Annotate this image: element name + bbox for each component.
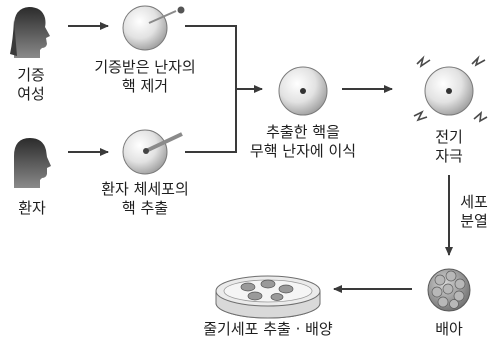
nucleus-step-label: 환자 체세포의 핵 추출 — [85, 180, 205, 218]
embryo-label-line: 배아 — [435, 320, 463, 338]
division-step-label-line: 분열 — [460, 212, 488, 230]
patient-label-line: 환자 — [18, 199, 46, 217]
culture-label-line: 줄기세포 추출 · 배양 — [203, 320, 333, 338]
electric-shock-egg-icon — [413, 55, 488, 123]
petri-dish-icon — [215, 275, 321, 319]
shock-step-label: 전기 자극 — [424, 128, 474, 166]
arrow-merge-connector — [185, 25, 262, 153]
transfer-step-label-line: 추출한 핵을 — [266, 123, 340, 141]
patient-man-icon — [14, 138, 51, 188]
donor-label: 기증 여성 — [14, 66, 48, 104]
culture-label: 줄기세포 추출 · 배양 — [178, 320, 358, 339]
nucleus-step-label-line: 핵 추출 — [121, 199, 169, 217]
nucleus-step-label-line: 환자 체세포의 — [101, 180, 189, 198]
donor-label-line: 기증 — [17, 66, 45, 84]
transfer-step-label: 추출한 핵을 무핵 난자에 이식 — [238, 123, 368, 161]
donor-woman-icon — [10, 7, 50, 58]
shock-step-label-line: 전기 — [435, 128, 463, 146]
reconstructed-egg-icon — [278, 66, 328, 116]
shock-step-label-line: 자극 — [435, 147, 463, 165]
division-step-label: 세포 분열 — [455, 193, 493, 231]
egg-step-label-line: 핵 제거 — [121, 77, 169, 95]
donor-label-line: 여성 — [17, 85, 45, 103]
embryo-label: 배아 — [425, 320, 473, 339]
patient-label: 환자 — [12, 199, 52, 218]
division-step-label-line: 세포 — [460, 193, 488, 211]
egg-step-label: 기증받은 난자의 핵 제거 — [80, 58, 210, 96]
lightning-icon — [413, 55, 488, 123]
transfer-step-label-line: 무핵 난자에 이식 — [249, 142, 357, 160]
donor-egg-icon — [122, 5, 185, 51]
egg-step-label-line: 기증받은 난자의 — [94, 58, 196, 76]
somatic-cell-icon — [122, 129, 183, 175]
embryo-icon — [427, 268, 471, 312]
